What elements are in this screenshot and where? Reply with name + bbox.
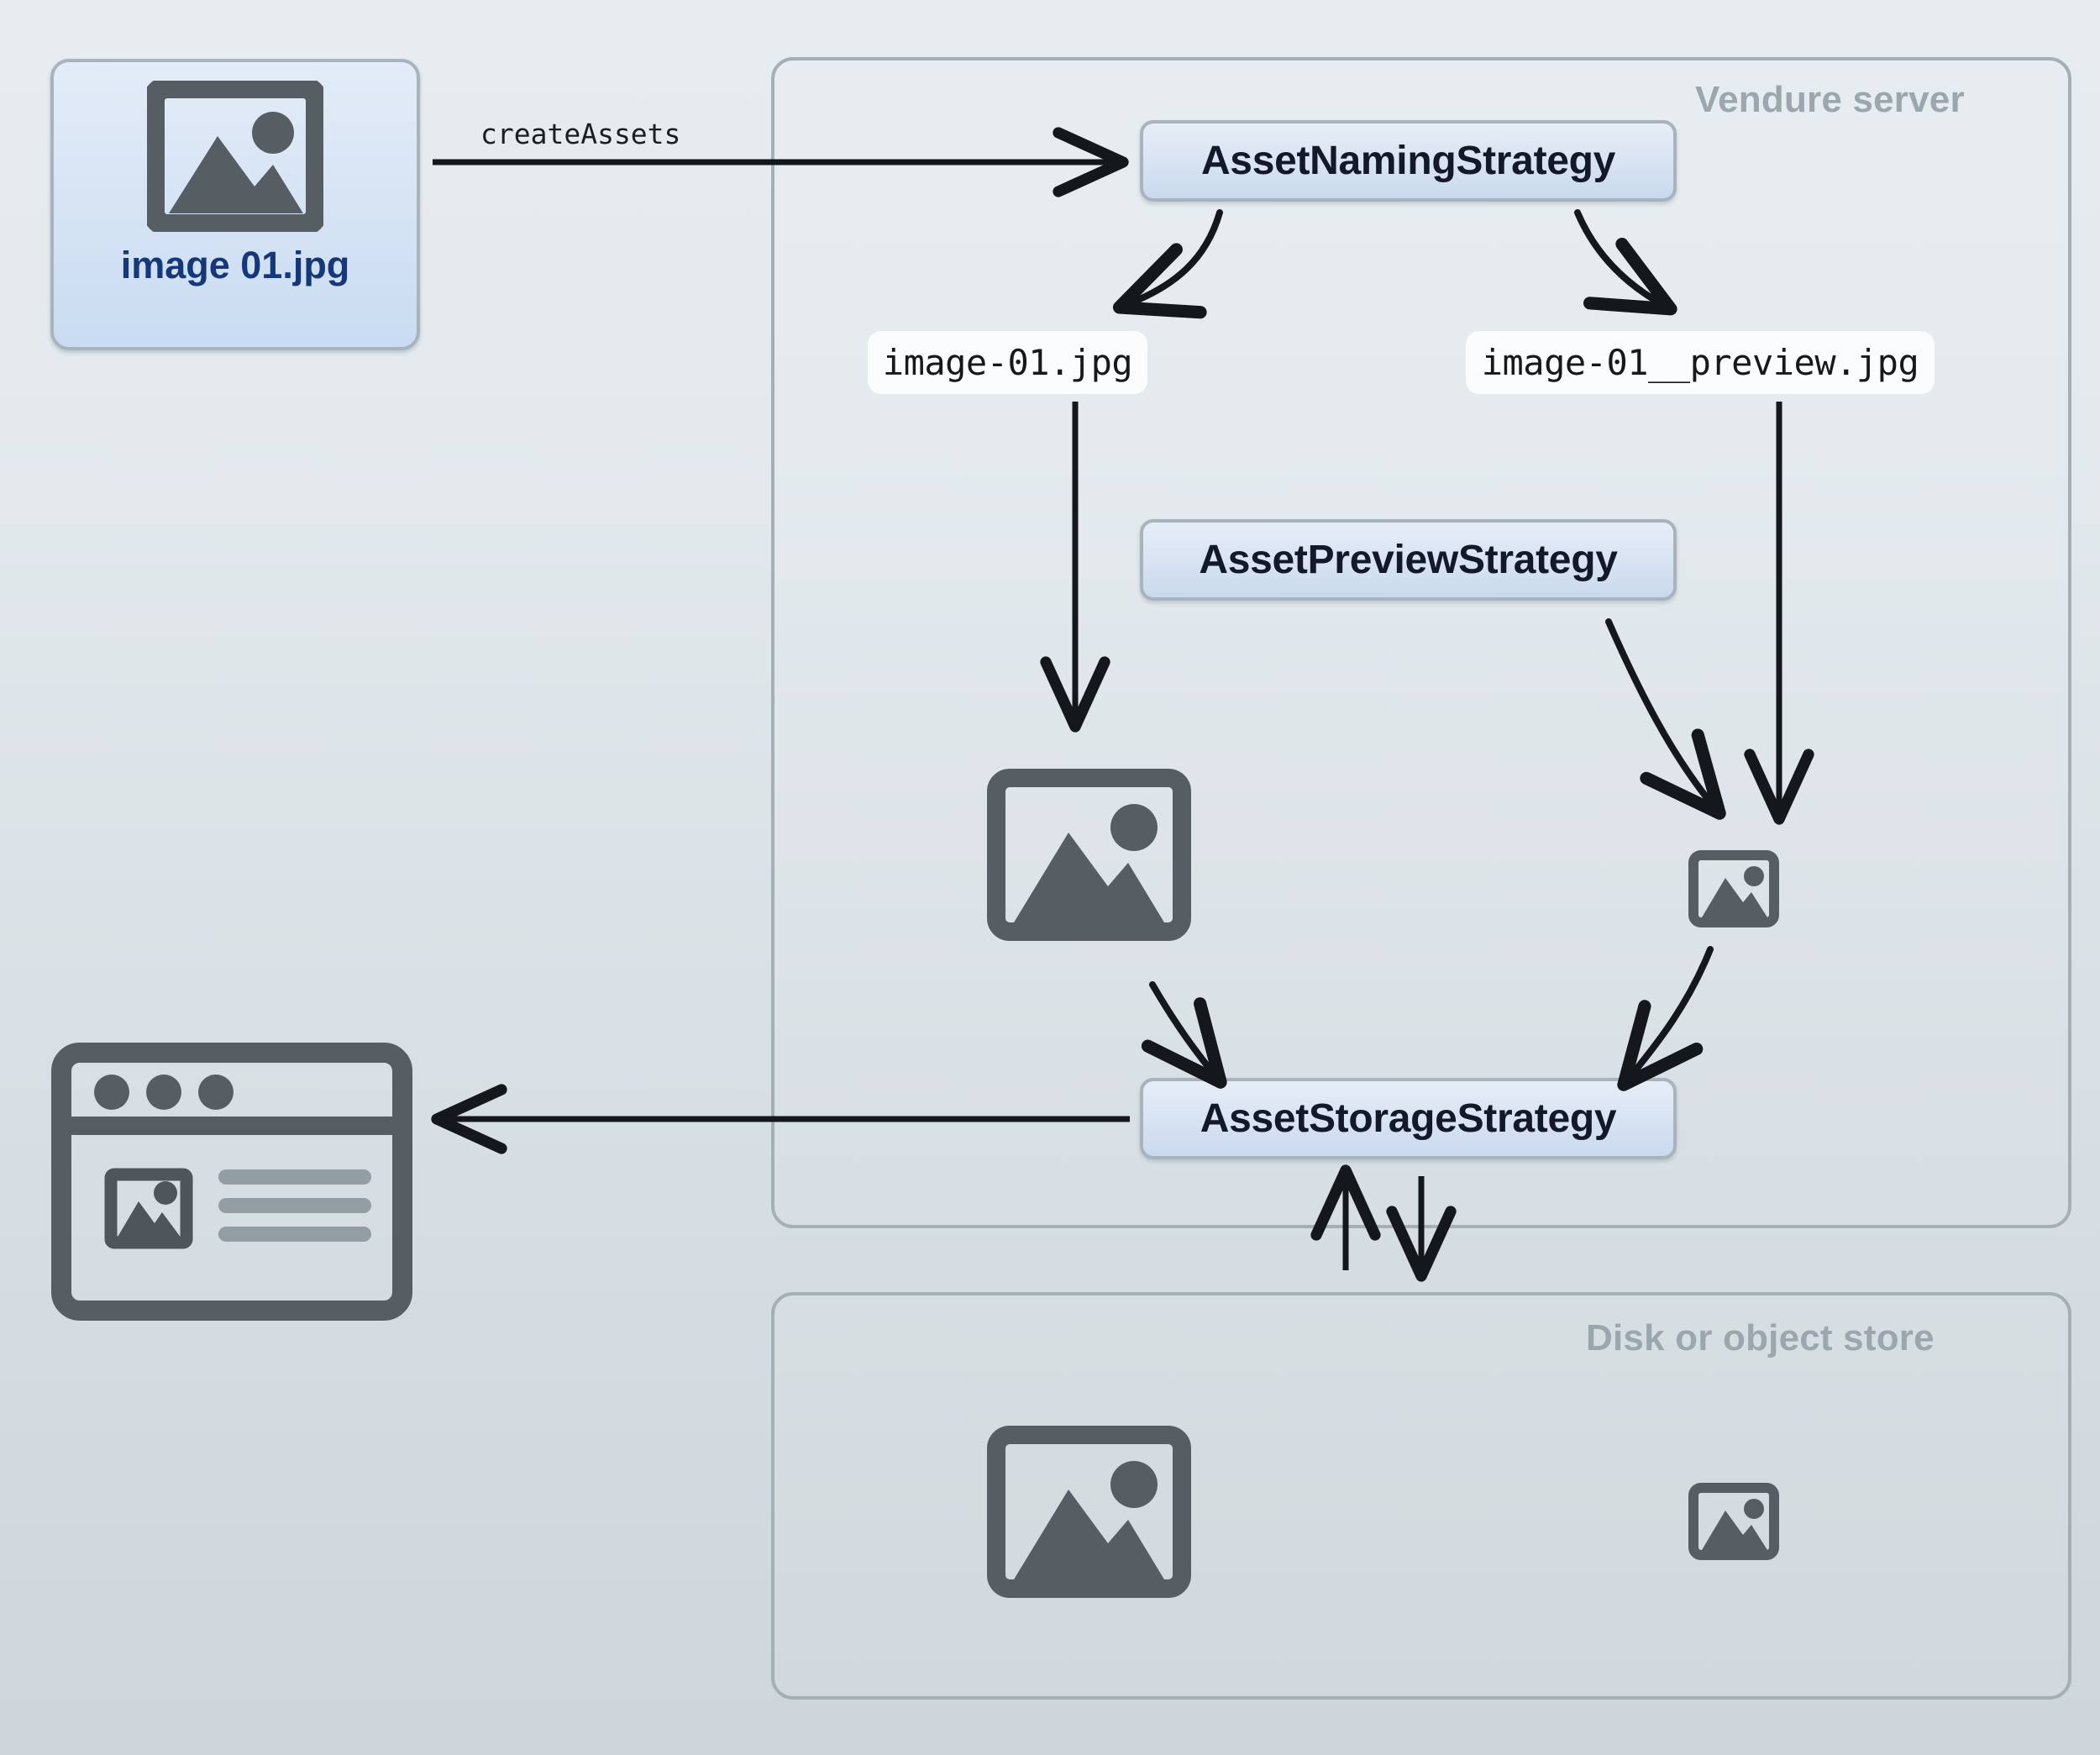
node-asset-preview-strategy-label: AssetPreviewStrategy: [1199, 538, 1618, 582]
browser-thumbnail-image-icon: [104, 1168, 193, 1249]
source-asset-label: image 01.jpg: [120, 244, 350, 286]
store-full-image-icon: [987, 1426, 1191, 1598]
browser-dot-icon: [146, 1075, 181, 1110]
chip-preview-filename: image-01__preview.jpg: [1466, 331, 1935, 394]
node-asset-naming-strategy[interactable]: AssetNamingStrategy: [1140, 120, 1677, 202]
chip-preview-filename-text: image-01__preview.jpg: [1481, 342, 1919, 383]
server-full-image-icon: [987, 769, 1191, 941]
source-asset-card[interactable]: image 01.jpg: [50, 59, 420, 350]
server-preview-image-icon: [1688, 850, 1779, 927]
browser-window-icon: [50, 1042, 413, 1322]
node-asset-preview-strategy[interactable]: AssetPreviewStrategy: [1140, 519, 1677, 601]
group-vendure-server-label: Vendure server: [1695, 79, 1965, 120]
group-disk-or-object-store-label: Disk or object store: [1586, 1317, 1935, 1358]
edge-label-create-assets: createAssets: [480, 118, 681, 150]
group-vendure-server: [771, 57, 2071, 1228]
browser-text-lines: [218, 1169, 371, 1242]
node-asset-storage-strategy[interactable]: AssetStorageStrategy: [1140, 1078, 1677, 1159]
chip-source-filename-text: image-01.jpg: [882, 342, 1133, 383]
browser-dot-icon: [198, 1075, 234, 1110]
browser-dot-icon: [94, 1075, 129, 1110]
image-placeholder-icon: [143, 76, 328, 236]
node-asset-storage-strategy-label: AssetStorageStrategy: [1200, 1096, 1617, 1141]
node-asset-naming-strategy-label: AssetNamingStrategy: [1200, 139, 1616, 183]
chip-source-filename: image-01.jpg: [868, 331, 1147, 394]
store-preview-image-icon: [1688, 1483, 1779, 1560]
